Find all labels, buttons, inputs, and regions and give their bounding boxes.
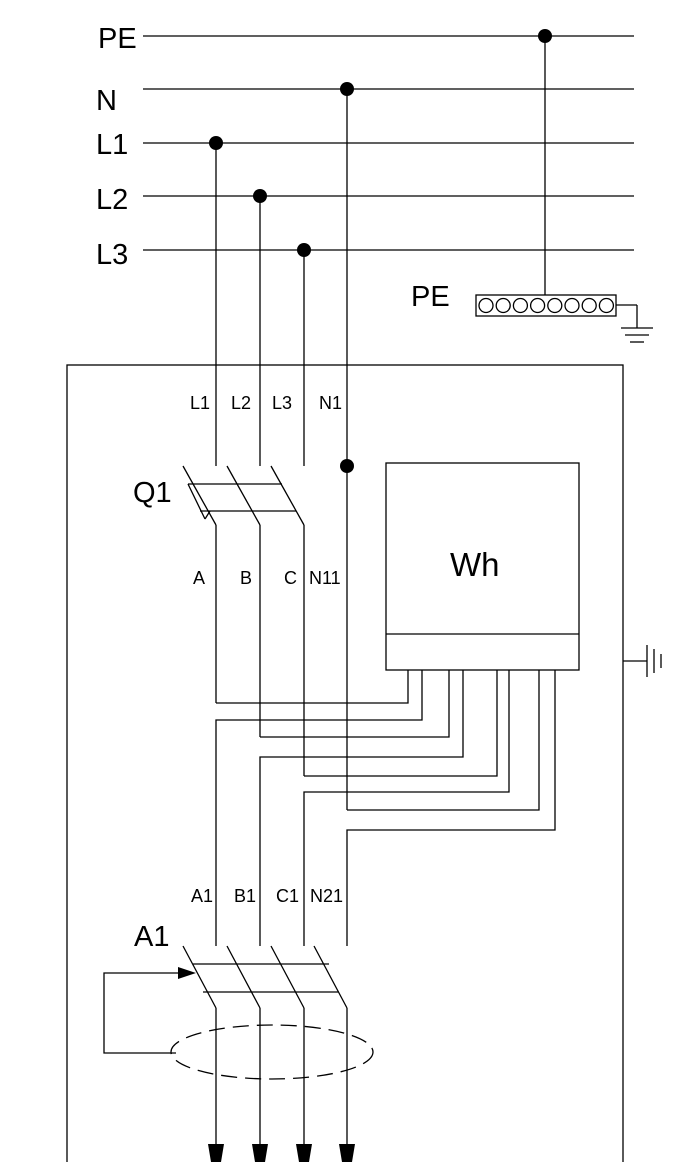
bus-l1-label: L1: [96, 129, 128, 161]
enclosure-ground-icon: [623, 645, 662, 677]
meter-in-c: [304, 670, 498, 777]
output-terminal-b: [252, 1144, 268, 1162]
meter-in-a: [216, 670, 409, 704]
output-terminal-a: [208, 1144, 224, 1162]
q1-output-n11: N11: [309, 568, 341, 588]
bus-lines: [143, 35, 634, 251]
meter-in-b: [260, 670, 450, 738]
rcd-trip-arrow-icon: [178, 967, 196, 979]
bus-l2-label: L2: [96, 184, 128, 216]
meter-label: Wh: [450, 546, 500, 583]
q1-input-l1: L1: [190, 393, 210, 413]
pe-terminal-hole: [598, 297, 615, 314]
a1-input-n21: N21: [310, 886, 343, 906]
bus-pe-label: PE: [98, 23, 137, 55]
bus-n-label: N: [96, 85, 117, 117]
pe-terminal-hole: [529, 297, 546, 314]
pe-terminal-hole: [495, 297, 511, 314]
q1-output-a: A: [193, 568, 205, 588]
pe-terminal-strip: [475, 294, 653, 343]
bus-l3-label: L3: [96, 239, 128, 271]
meter-out-a: [215, 670, 423, 946]
q1-input-l2: L2: [231, 393, 251, 413]
a1-input-b1: B1: [234, 886, 256, 906]
meter-out-n: [346, 670, 556, 946]
rcd-a1: [103, 945, 374, 1080]
output-terminal-n: [339, 1144, 355, 1162]
output-terminal-c: [296, 1144, 312, 1162]
pe-terminal-label: PE: [411, 281, 450, 313]
rcd-sensor-ring: [170, 1024, 374, 1080]
pe-terminal-holes: [478, 297, 615, 314]
meter-in-n: [347, 670, 540, 811]
cabinet-enclosure: [66, 364, 624, 1162]
pe-terminal-hole: [581, 297, 597, 314]
a1-input-a1: A1: [191, 886, 213, 906]
ground-icon: [621, 327, 653, 343]
breaker-q1-label: Q1: [133, 477, 172, 509]
pe-terminal-hole: [478, 297, 494, 314]
q1-output-b: B: [240, 568, 252, 588]
junction-n1: [340, 459, 354, 473]
pe-terminal-hole: [564, 297, 580, 314]
meter-wiring: [215, 670, 556, 946]
q1-output-c: C: [284, 568, 297, 588]
rcd-a1-label: A1: [134, 921, 169, 953]
breaker-q1: [182, 465, 305, 526]
energy-meter: [385, 462, 580, 671]
output-terminals: [208, 1144, 355, 1162]
pe-terminal-hole: [512, 297, 529, 314]
q1-input-n1: N1: [319, 393, 342, 413]
meter-body: [385, 462, 580, 671]
rcd-trip-loop: [103, 972, 180, 1054]
pe-terminal-hole: [547, 297, 563, 314]
meter-out-b: [259, 670, 464, 946]
q1-input-l3: L3: [272, 393, 292, 413]
a1-input-c1: C1: [276, 886, 299, 906]
meter-out-c: [303, 670, 510, 946]
